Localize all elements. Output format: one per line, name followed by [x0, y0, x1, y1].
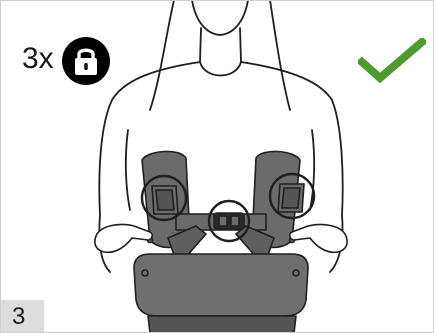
- neck-outline: [200, 28, 241, 62]
- right-hand: [290, 224, 347, 252]
- step-badge: 3: [0, 300, 44, 333]
- lock-icon: [62, 37, 110, 85]
- panel-snap-left: [142, 270, 148, 276]
- carrier: [134, 151, 308, 333]
- hair-outline-right: [270, 0, 290, 110]
- right-shoulder-buckle: [278, 184, 304, 212]
- panel-snap-right: [293, 270, 299, 276]
- chest-strap-buckle: [214, 213, 244, 229]
- left-hand: [95, 224, 152, 252]
- left-sleeve: [126, 130, 130, 210]
- repeat-count-label: 3x: [22, 44, 54, 74]
- hair-outline: [150, 0, 174, 110]
- checkmark-icon: [358, 38, 426, 84]
- left-shoulder-buckle: [152, 186, 178, 214]
- step-number: 3: [12, 304, 25, 330]
- waist-panel: [134, 254, 308, 316]
- carrier-body: [148, 316, 296, 333]
- neckline: [200, 62, 241, 76]
